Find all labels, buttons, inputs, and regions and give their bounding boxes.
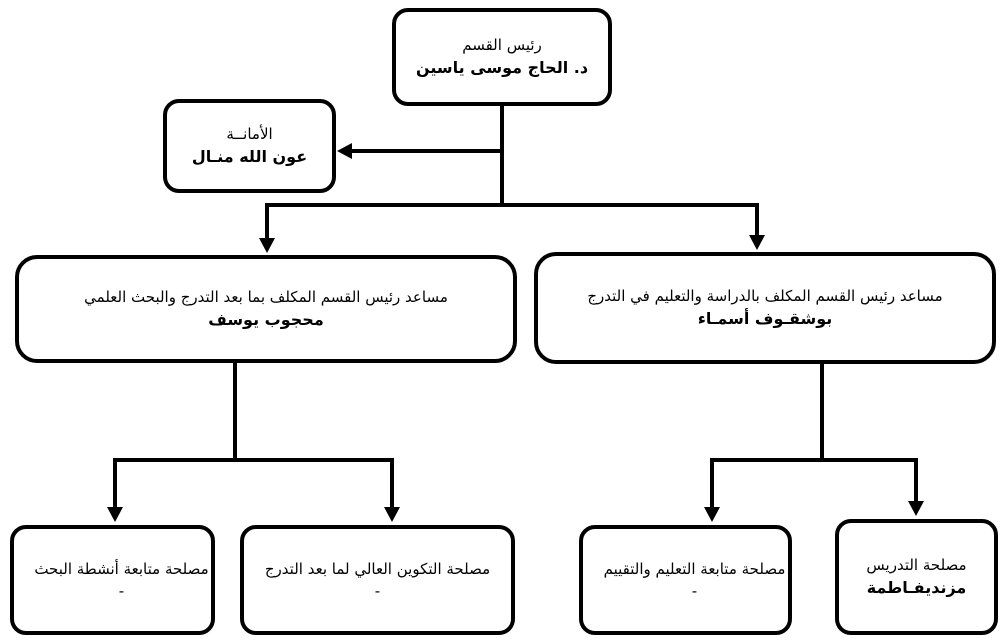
node-unit-evaluation: مصلحة متابعة التعليم والتقييم - [579,525,792,635]
node-head-of-department: رئيس القسم د. الحاج موسى ياسين [392,8,612,106]
arrowhead-unit-postgrad [384,507,400,522]
node-unit-teaching: مصلحة التدريس مزنديفـاطمة [835,519,998,635]
node-name: د. الحاج موسى ياسين [415,58,589,77]
node-role: مصلحة متابعة أنشطة البحث [34,560,209,578]
node-name: - [118,582,125,600]
arrowhead-assistant-teaching [749,235,765,250]
node-name: بوشقـوف أسمـاء [697,309,833,328]
node-unit-research-activities: مصلحة متابعة أنشطة البحث - [10,525,215,635]
node-name: محجوب يوسف [208,310,324,329]
node-assistant-postgrad: مساعد رئيس القسم المكلف بما بعد التدرج و… [15,255,517,363]
arrowhead-unit-research [107,507,123,522]
node-role: مصلحة التكوين العالي لما بعد التدرج [264,560,491,578]
node-name: مزنديفـاطمة [866,578,967,597]
node-role: مصلحة التدريس [866,556,967,574]
arrowhead-unit-teaching [908,501,924,516]
arrowhead-assistant-postgrad [259,238,275,253]
arrowhead-unit-evaluation [704,507,720,522]
node-name: عون الله منـال [191,147,308,166]
node-role: مساعد رئيس القسم المكلف بالدراسة والتعلي… [587,287,943,305]
node-name: - [691,582,698,600]
node-secretariat: الأمانــة عون الله منـال [163,99,336,193]
node-role: مصلحة متابعة التعليم والتقييم [603,560,786,578]
arrowhead-secretariat [337,143,352,159]
node-name: - [374,582,381,600]
node-unit-postgrad-training: مصلحة التكوين العالي لما بعد التدرج - [240,525,515,635]
node-role: الأمانــة [226,125,273,143]
node-assistant-teaching: مساعد رئيس القسم المكلف بالدراسة والتعلي… [534,252,996,364]
node-role: مساعد رئيس القسم المكلف بما بعد التدرج و… [84,288,448,306]
node-role: رئيس القسم [462,36,542,54]
